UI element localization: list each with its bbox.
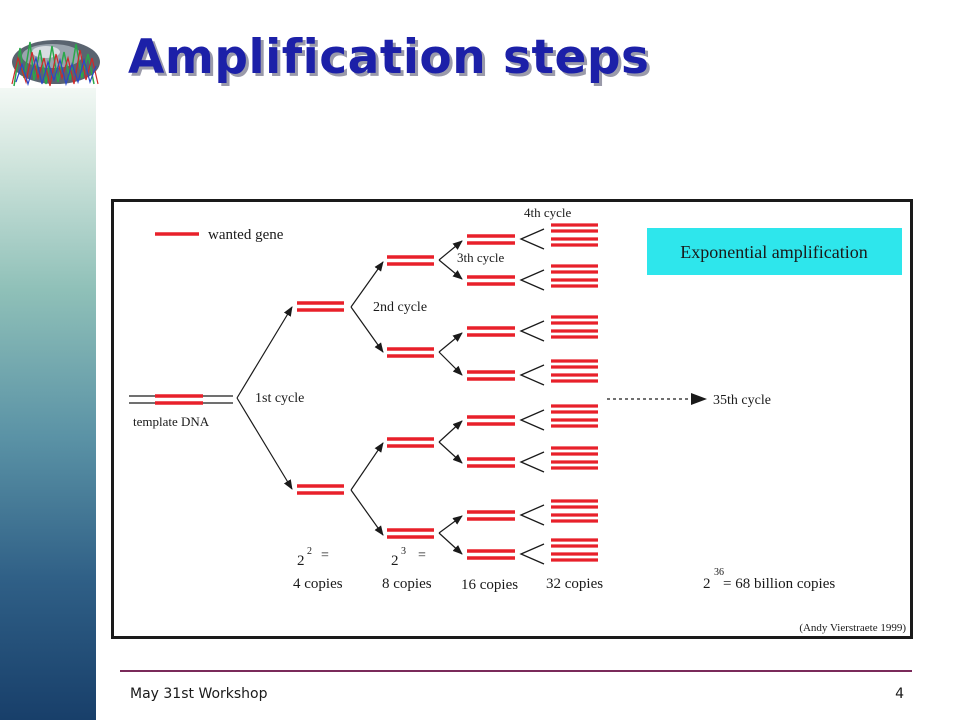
cycle2-arrow — [350, 306, 384, 353]
cycle1-arrow-down — [236, 397, 293, 490]
cycle35-label: 35th cycle — [713, 393, 771, 408]
gen1-gene-pair — [297, 301, 344, 312]
gen4-stack — [551, 446, 598, 470]
gen3-gene-pair — [467, 326, 515, 337]
cycle2-arrow — [350, 261, 384, 308]
gen2-formula-eq: = — [418, 548, 426, 563]
gen4-stack — [551, 359, 598, 383]
cycle3-arrow — [438, 532, 463, 555]
highlight-label: Exponential amplification — [680, 242, 867, 262]
cycle1-arrow-up — [236, 306, 293, 399]
slide-title: Amplification steps — [128, 30, 650, 85]
gen1-formula-exp: 2 — [307, 546, 312, 557]
gen2-gene-pair — [387, 437, 434, 448]
gen3-gene-pair — [467, 370, 515, 381]
template-label: template DNA — [133, 414, 210, 429]
sidebar-gradient — [0, 88, 96, 720]
cycle3-arrow — [438, 351, 463, 376]
gen2-gene-pair — [387, 255, 434, 266]
cycle1-label: 1st cycle — [255, 391, 304, 406]
footer-workshop: May 31st Workshop — [130, 686, 268, 702]
cycle3-arrow — [438, 420, 463, 443]
credit-text: (Andy Vierstraete 1999) — [799, 622, 906, 634]
gen3-gene-pair — [467, 234, 515, 245]
dashed-arrow-head — [691, 393, 707, 405]
highlight-box — [647, 228, 902, 275]
gen1-formula-base: 2 — [297, 553, 305, 569]
template-dna — [129, 394, 233, 405]
cycle2-label: 2nd cycle — [373, 300, 427, 315]
gen4-copies: 32 copies — [546, 576, 603, 592]
gen3-gene-pair — [467, 457, 515, 468]
slide-number: 4 — [895, 686, 904, 702]
gen1-copies: 4 copies — [293, 576, 343, 592]
gen4-stack — [551, 264, 598, 288]
gen2-formula-base: 2 — [391, 553, 399, 569]
cycle3-arrow — [438, 240, 463, 261]
gen1-gene-pair — [297, 484, 344, 495]
final-formula-base: 2 — [703, 576, 711, 592]
gen1-formula-eq: = — [321, 548, 329, 563]
gen3-gene-pair — [467, 275, 515, 286]
gen3-gene-pair — [467, 415, 515, 426]
gen2-formula-exp: 3 — [401, 546, 406, 557]
pcr-diagram: wanted gene Exponential amplification te… — [111, 199, 913, 639]
legend-label: wanted gene — [208, 227, 284, 243]
gen3-gene-pair — [467, 549, 515, 560]
gen4-stack — [551, 223, 598, 247]
gen3-gene-pair — [467, 510, 515, 521]
cycle4-label: 4th cycle — [524, 205, 572, 220]
gen3-copies: 16 copies — [461, 577, 518, 593]
cycle2-arrow — [350, 442, 384, 491]
gen2-gene-pair — [387, 528, 434, 539]
logo-icon — [11, 40, 100, 87]
cycle4-chevrons — [519, 228, 545, 565]
final-copies: = 68 billion copies — [723, 576, 835, 592]
gen4-stack — [551, 315, 598, 339]
gen2-gene-pair — [387, 347, 434, 358]
final-formula-exp: 36 — [714, 567, 724, 578]
cycle3-arrow — [438, 441, 463, 464]
cycle3-arrow — [438, 332, 463, 353]
cycle3-arrow — [438, 259, 463, 280]
gen2-copies: 8 copies — [382, 576, 432, 592]
cycle3-arrow — [438, 515, 463, 534]
gen4-stack — [551, 538, 598, 562]
footer-divider — [120, 670, 912, 672]
cycle2-arrow — [350, 489, 384, 536]
gen4-stack — [551, 499, 598, 523]
gen4-stack — [551, 404, 598, 428]
cycle3-label: 3th cycle — [457, 250, 505, 265]
